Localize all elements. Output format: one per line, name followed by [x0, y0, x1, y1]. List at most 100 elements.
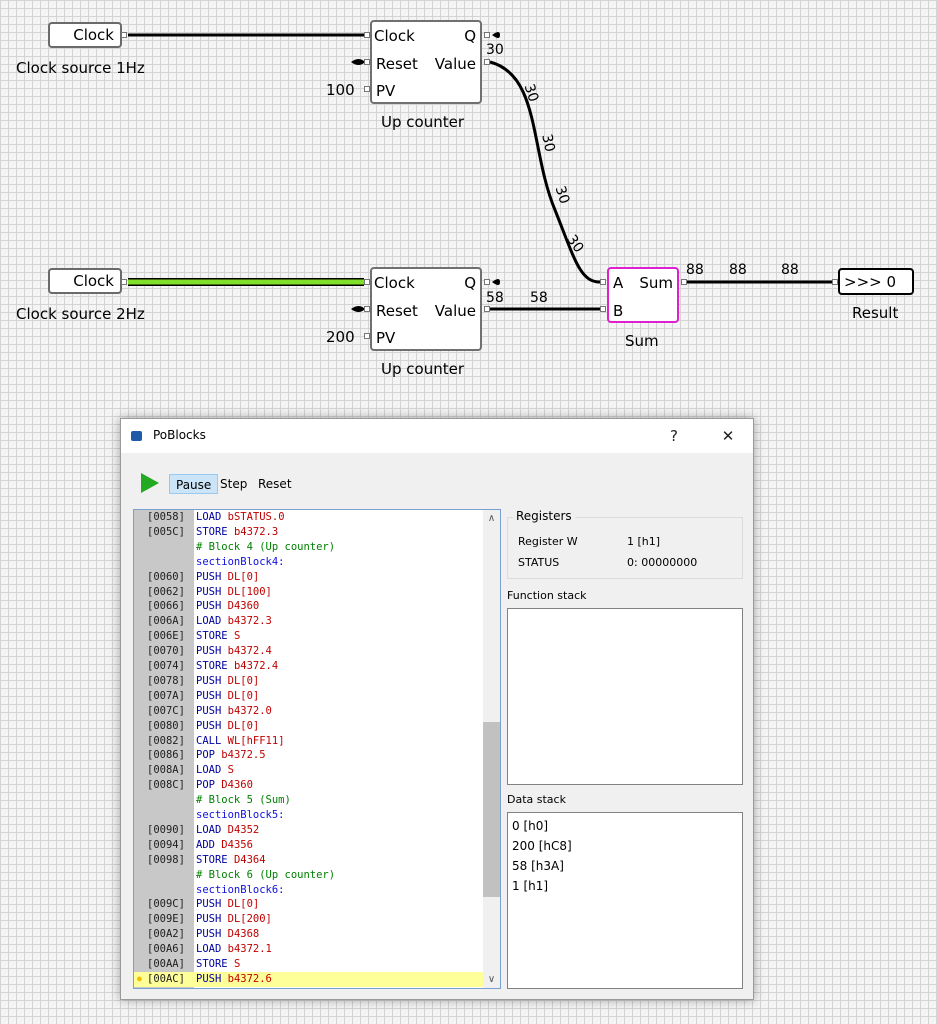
sum-a-port[interactable] [600, 279, 606, 285]
counter1-clock-port[interactable] [364, 32, 370, 38]
code-line[interactable]: [008C]POP D4360 [134, 778, 484, 793]
sum-b-port[interactable] [600, 306, 606, 312]
scroll-down-icon[interactable]: ∨ [487, 974, 496, 985]
step-button[interactable]: Step [220, 477, 248, 491]
code-opcode: PUSH [196, 674, 222, 687]
code-line[interactable]: [007C]PUSH b4372.0 [134, 704, 484, 719]
code-argument: D4352 [227, 823, 260, 836]
code-line[interactable]: [009E]PUSH DL[200] [134, 912, 484, 927]
code-address: [00A2] [147, 928, 185, 941]
code-line[interactable]: [0062]PUSH DL[100] [134, 585, 484, 600]
scroll-thumb[interactable] [483, 722, 500, 897]
code-line[interactable]: [006E]STORE S [134, 629, 484, 644]
code-instruction: STORE b4372.3 [196, 525, 278, 540]
code-argument: DL[100] [227, 585, 272, 598]
code-line[interactable]: [00A2]PUSH D4368 [134, 927, 484, 942]
code-line[interactable]: [0058]LOAD bSTATUS.0 [134, 510, 484, 525]
help-button[interactable]: ? [670, 427, 678, 445]
code-line[interactable]: [0082]CALL WL[hFF11] [134, 734, 484, 749]
counter2-q-port[interactable] [484, 279, 490, 285]
up-counter-1-block[interactable]: Clock Q Reset Value PV [370, 20, 482, 104]
code-line[interactable]: [0060]PUSH DL[0] [134, 570, 484, 585]
code-argument: b4372.5 [221, 749, 266, 762]
wire-value-88-b: 88 [729, 262, 747, 278]
code-argument: b4372.3 [227, 615, 272, 628]
code-line[interactable]: [0086]POP b4372.5 [134, 748, 484, 763]
code-line[interactable]: [008A]LOAD S [134, 763, 484, 778]
code-argument: D4356 [221, 838, 253, 851]
code-opcode: PUSH [196, 689, 222, 702]
counter1-reset-port[interactable] [364, 59, 370, 65]
data-stack-list[interactable]: 0 [h0] 200 [hC8] 58 [h3A] 1 [h1] [507, 812, 743, 989]
clock-source-2-button[interactable]: Clock [48, 268, 122, 294]
counter1-value-port[interactable] [484, 59, 490, 65]
sum-out-port[interactable] [681, 279, 687, 285]
pause-button[interactable]: Pause [169, 474, 219, 494]
scroll-up-icon[interactable]: ∧ [487, 513, 496, 524]
code-section-wrap: sectionBlock4: [196, 555, 285, 570]
code-address: [0082] [147, 734, 185, 747]
code-argument: S [233, 958, 241, 970]
counter1-q-port[interactable] [484, 32, 490, 38]
registers-group [507, 517, 743, 579]
play-icon[interactable] [141, 473, 159, 493]
function-stack-list[interactable] [507, 608, 743, 785]
wire-value-58-b: 58 [530, 290, 548, 306]
code-address: [0090] [147, 823, 185, 836]
code-line[interactable]: [005C]STORE b4372.3 [134, 525, 484, 540]
code-line[interactable]: [0074]STORE b4372.4 [134, 659, 484, 674]
code-argument: D4360 [227, 600, 260, 613]
code-line[interactable]: [006A]LOAD b4372.3 [134, 614, 484, 629]
close-button[interactable]: ✕ [721, 427, 735, 445]
code-line[interactable]: sectionBlock4: [134, 555, 484, 570]
code-listing[interactable]: [0058]LOAD bSTATUS.0[005C]STORE b4372.3#… [133, 509, 501, 989]
code-line[interactable]: # Block 4 (Up counter) [134, 540, 484, 555]
clock-source-2-out-port[interactable] [121, 279, 127, 285]
code-line[interactable]: [0066]PUSH D4360 [134, 599, 484, 614]
code-gutter [134, 510, 194, 988]
up-counter-2-block[interactable]: Clock Q Reset Value PV [370, 267, 482, 351]
code-line[interactable]: [0098]STORE D4364 [134, 853, 484, 868]
counter1-pv-port[interactable] [364, 86, 370, 92]
code-line[interactable]: # Block 6 (Up counter) [134, 868, 484, 883]
code-line[interactable]: [0090]LOAD D4352 [134, 823, 484, 838]
app-icon [131, 431, 142, 441]
code-instruction: STORE b4372.6 [196, 987, 278, 989]
code-line[interactable]: [009C]PUSH DL[0] [134, 897, 484, 912]
code-line[interactable]: [00AA]STORE S [134, 957, 484, 972]
counter2-pv-port[interactable] [364, 333, 370, 339]
counter2-reset-port[interactable] [364, 306, 370, 312]
clock-source-1-button[interactable]: Clock [48, 22, 122, 48]
counter2-clock-port[interactable] [364, 279, 370, 285]
wire-counter1-to-sum-a[interactable] [489, 60, 601, 284]
counter2-value-port[interactable] [484, 306, 490, 312]
code-line[interactable]: # Block 5 (Sum) [134, 793, 484, 808]
current-line-marker-icon: ● [137, 973, 142, 983]
q-stub-1 [492, 32, 500, 38]
reset-button[interactable]: Reset [258, 477, 292, 491]
code-line[interactable]: sectionBlock5: [134, 808, 484, 823]
result-label: Result [852, 304, 899, 322]
code-opcode: CALL [196, 734, 222, 747]
code-line[interactable]: sectionBlock6: [134, 883, 484, 898]
dialog-titlebar[interactable]: PoBlocks ? ✕ [121, 419, 753, 453]
code-line[interactable]: [007A]PUSH DL[0] [134, 689, 484, 704]
code-opcode: STORE [196, 525, 228, 538]
code-line[interactable]: [0078]PUSH DL[0] [134, 674, 484, 689]
code-line[interactable]: [0080]PUSH DL[0] [134, 719, 484, 734]
code-argument: D4368 [227, 928, 260, 941]
code-instruction: LOAD b4372.3 [196, 614, 272, 629]
sum-block[interactable]: A Sum B [607, 267, 679, 323]
result-display[interactable]: >>> 0 [838, 268, 914, 295]
code-line[interactable]: [0070]PUSH b4372.4 [134, 644, 484, 659]
code-line[interactable]: [0094]ADD D4356 [134, 838, 484, 853]
code-line[interactable]: [00B0]STORE b4372.6 [134, 987, 484, 989]
sum-b-port-label: B [613, 302, 624, 320]
code-line[interactable]: ●[00AC]PUSH b4372.6 [134, 971, 484, 987]
clock-source-1-out-port[interactable] [121, 32, 127, 38]
code-section-wrap: sectionBlock6: [196, 883, 285, 898]
code-line[interactable]: [00A6]LOAD b4372.1 [134, 942, 484, 957]
result-in-port[interactable] [832, 279, 838, 285]
code-comment-wrap: # Block 5 (Sum) [196, 793, 291, 808]
